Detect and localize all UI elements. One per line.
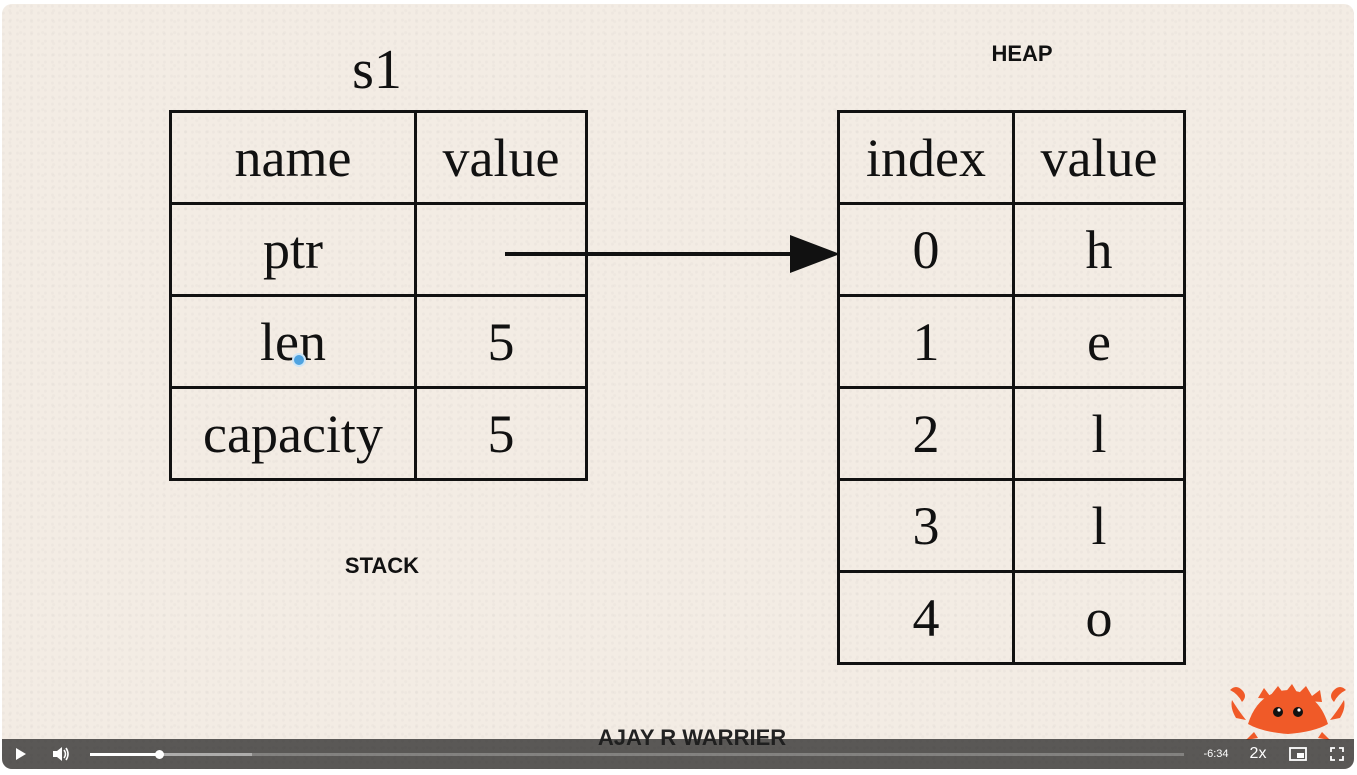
header-cell-value: value (414, 110, 588, 205)
progress-buffered (90, 753, 252, 756)
table-row: ptr (169, 202, 588, 297)
table-row: 3 l (837, 478, 1186, 573)
progress-bar[interactable] (90, 750, 1184, 759)
index-cell: 4 (837, 570, 1015, 665)
stack-table: name value ptr len 5 capacity 5 (169, 110, 588, 481)
field-name-cell: len (169, 294, 417, 389)
field-name-cell: capacity (169, 386, 417, 481)
header-cell-value: value (1012, 110, 1186, 205)
picture-in-picture-button[interactable] (1286, 739, 1310, 769)
progress-handle[interactable] (154, 750, 164, 759)
index-cell: 1 (837, 294, 1015, 389)
fullscreen-icon (1330, 747, 1344, 761)
progress-played (90, 753, 159, 756)
value-cell: l (1012, 386, 1186, 481)
field-name-cell: ptr (169, 202, 417, 297)
table-header-row: name value (169, 110, 588, 205)
time-remaining: -6:34 (1203, 748, 1229, 760)
heap-table: index value 0 h 1 e 2 l 3 l 4 o (837, 110, 1186, 665)
mouse-cursor-indicator (292, 353, 306, 367)
arrow-head (790, 235, 840, 273)
pointer-arrow (505, 235, 840, 273)
table-row: capacity 5 (169, 386, 588, 481)
index-cell: 0 (837, 202, 1015, 297)
play-icon (16, 748, 26, 760)
table-row: 2 l (837, 386, 1186, 481)
video-frame[interactable]: s1 HEAP name value ptr len 5 capacity 5 … (2, 4, 1354, 769)
heap-label: HEAP (991, 41, 1053, 66)
playback-speed-button[interactable]: 2x (1249, 745, 1267, 762)
value-cell: o (1012, 570, 1186, 665)
value-cell: e (1012, 294, 1186, 389)
index-cell: 3 (837, 478, 1015, 573)
fullscreen-button[interactable] (1325, 739, 1349, 769)
value-cell: l (1012, 478, 1186, 573)
field-value-cell: 5 (414, 294, 588, 389)
table-row: 0 h (837, 202, 1186, 297)
field-value-cell: 5 (414, 386, 588, 481)
table-row: 4 o (837, 570, 1186, 665)
header-cell-index: index (837, 110, 1015, 205)
table-row: len 5 (169, 294, 588, 389)
stack-label: STACK (344, 553, 420, 578)
value-cell: h (1012, 202, 1186, 297)
video-controls-bar: -6:34 2x (2, 739, 1354, 769)
field-value-cell (414, 202, 588, 297)
table-row: 1 e (837, 294, 1186, 389)
picture-in-picture-icon (1289, 747, 1307, 761)
stack-variable-title: s1 (352, 39, 402, 101)
table-header-row: index value (837, 110, 1186, 205)
header-cell-name: name (169, 110, 417, 205)
volume-button[interactable] (48, 739, 74, 769)
index-cell: 2 (837, 386, 1015, 481)
play-button[interactable] (10, 739, 32, 769)
volume-icon (53, 747, 69, 761)
ferris-crab-logo (1230, 684, 1346, 740)
